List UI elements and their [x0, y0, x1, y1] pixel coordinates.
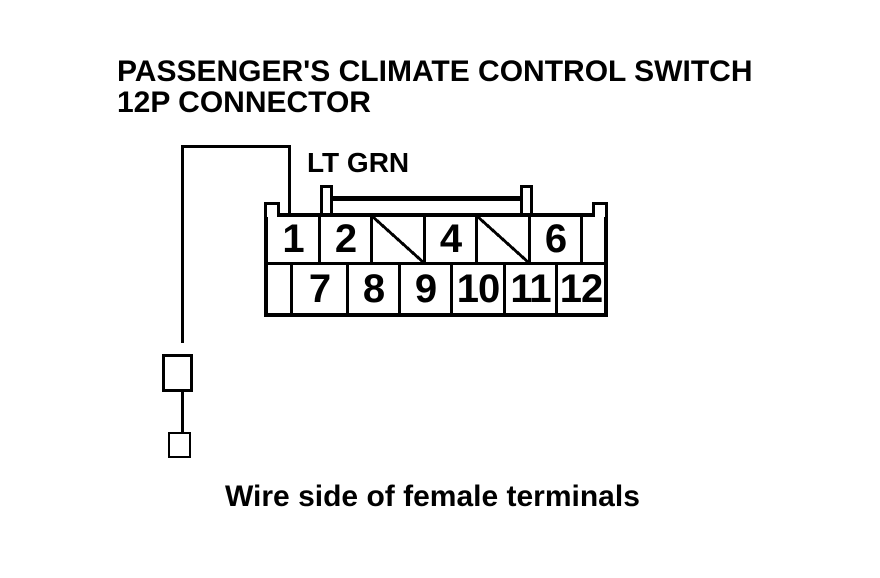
pin-cell-spacer-bottom-left	[268, 265, 293, 313]
pin-cell-1: 1	[268, 217, 321, 265]
pin-cell-10: 10	[453, 265, 506, 313]
pin-cell-5-blocked	[478, 217, 531, 265]
pin-cell-11: 11	[506, 265, 558, 313]
connector-housing-outline	[264, 213, 608, 317]
view-caption: Wire side of female terminals	[225, 480, 640, 513]
pin-row-top: 1 2 4 6	[268, 217, 604, 265]
pin-cell-7: 7	[293, 265, 349, 313]
diagram-title-line2: 12P CONNECTOR	[117, 86, 371, 119]
pin-cell-8: 8	[349, 265, 401, 313]
pin-cell-9: 9	[401, 265, 453, 313]
connector-latch-bar	[331, 196, 521, 201]
diagram-title-line1: PASSENGER'S CLIMATE CONTROL SWITCH	[117, 55, 753, 88]
pin-cell-4: 4	[426, 217, 478, 265]
inline-connector-symbol-large	[162, 354, 193, 392]
wire-segment-horizontal	[181, 145, 291, 148]
pin-row-bottom: 7 8 9 10 11 12	[268, 265, 604, 313]
diagram-title: PASSENGER'S CLIMATE CONTROL SWITCH 12P C…	[117, 56, 752, 118]
pin-cell-6: 6	[531, 217, 583, 265]
housing-corner-notch-right	[592, 202, 608, 217]
wire-segment-vertical-left	[181, 145, 184, 343]
pin-cell-spacer-top-right	[583, 217, 604, 265]
connector-latch-tab-right	[520, 185, 533, 213]
housing-corner-notch-left	[264, 202, 280, 217]
inline-connector-symbol-small	[168, 432, 191, 458]
wire-segment-lower	[181, 391, 184, 432]
connector-latch-tab-left	[320, 185, 333, 213]
wire-segment-to-pin1	[288, 145, 291, 217]
pin-cell-3-blocked	[373, 217, 426, 265]
wire-color-label: LT GRN	[307, 147, 410, 178]
pin-cell-12: 12	[559, 267, 604, 311]
pin-cell-2: 2	[321, 217, 373, 265]
